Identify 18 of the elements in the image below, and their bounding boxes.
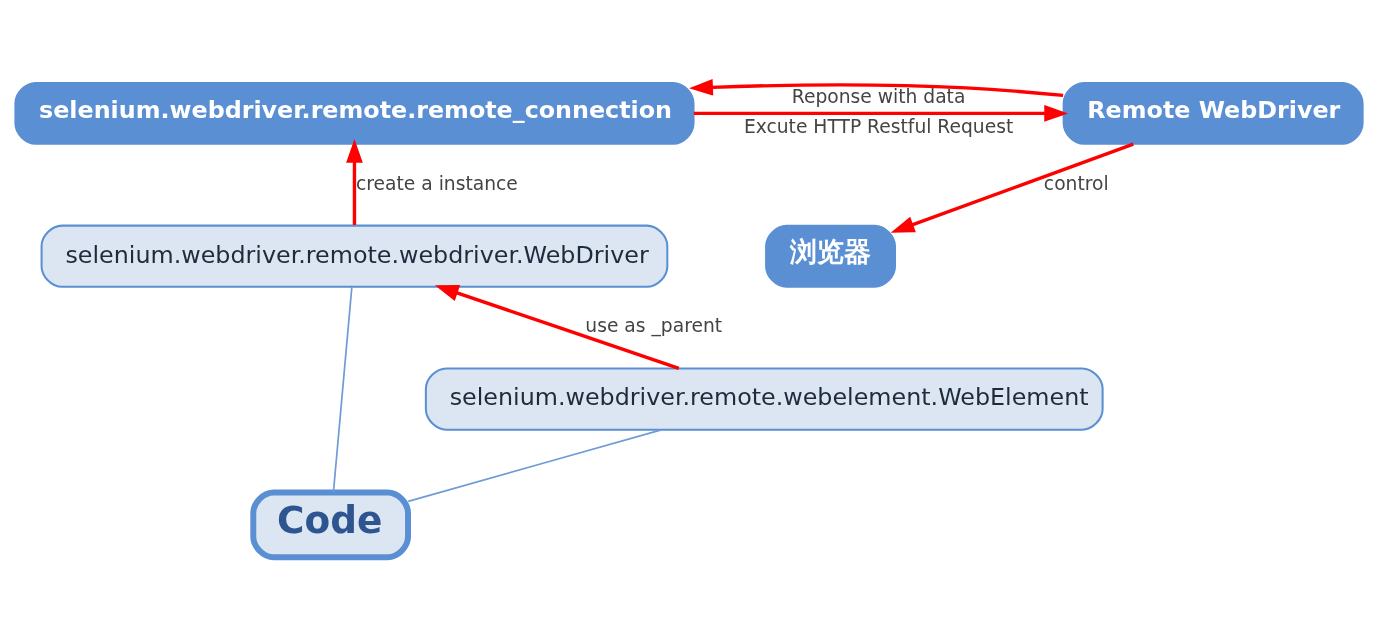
- node-box: selenium.webdriver.remote.remote_connection: [14, 81, 695, 145]
- edge-label: control: [1043, 172, 1109, 194]
- node-box: Remote WebDriver: [1062, 81, 1364, 145]
- connector: [407, 428, 663, 502]
- arrow: [434, 284, 680, 370]
- edge-label: create a instance: [356, 172, 518, 194]
- node-box: Code: [250, 489, 411, 560]
- arrow: [890, 142, 1134, 233]
- node-box: 浏览器: [765, 224, 896, 288]
- edge-label: use as _parent: [585, 314, 723, 336]
- edge-label: Reponse with data: [791, 85, 966, 107]
- connector: [332, 285, 353, 493]
- node-box: selenium.webdriver.remote.webelement.WebElement: [424, 366, 1104, 431]
- edge-label: Excute HTTP Restful Request: [743, 115, 1014, 137]
- arrow: [346, 138, 363, 225]
- node-box: selenium.webdriver.remote.webdriver.WebDriver: [40, 224, 669, 288]
- arrow: [689, 78, 1064, 97]
- arrow: [693, 104, 1069, 122]
